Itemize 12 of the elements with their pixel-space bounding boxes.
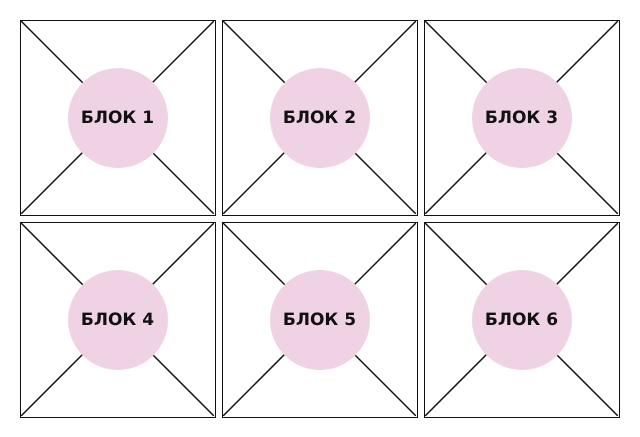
label-circle: БЛОК 3 (472, 68, 572, 168)
label-circle: БЛОК 5 (270, 270, 370, 370)
label-circle: БЛОК 2 (270, 68, 370, 168)
image-placeholder (424, 20, 620, 216)
label-circle: БЛОК 4 (68, 270, 168, 370)
label-circle: БЛОК 6 (472, 270, 572, 370)
image-placeholder (20, 20, 216, 216)
image-placeholder (20, 222, 216, 418)
image-placeholder (222, 222, 418, 418)
image-placeholder (222, 20, 418, 216)
label-circle: БЛОК 1 (68, 68, 168, 168)
image-placeholder (424, 222, 620, 418)
